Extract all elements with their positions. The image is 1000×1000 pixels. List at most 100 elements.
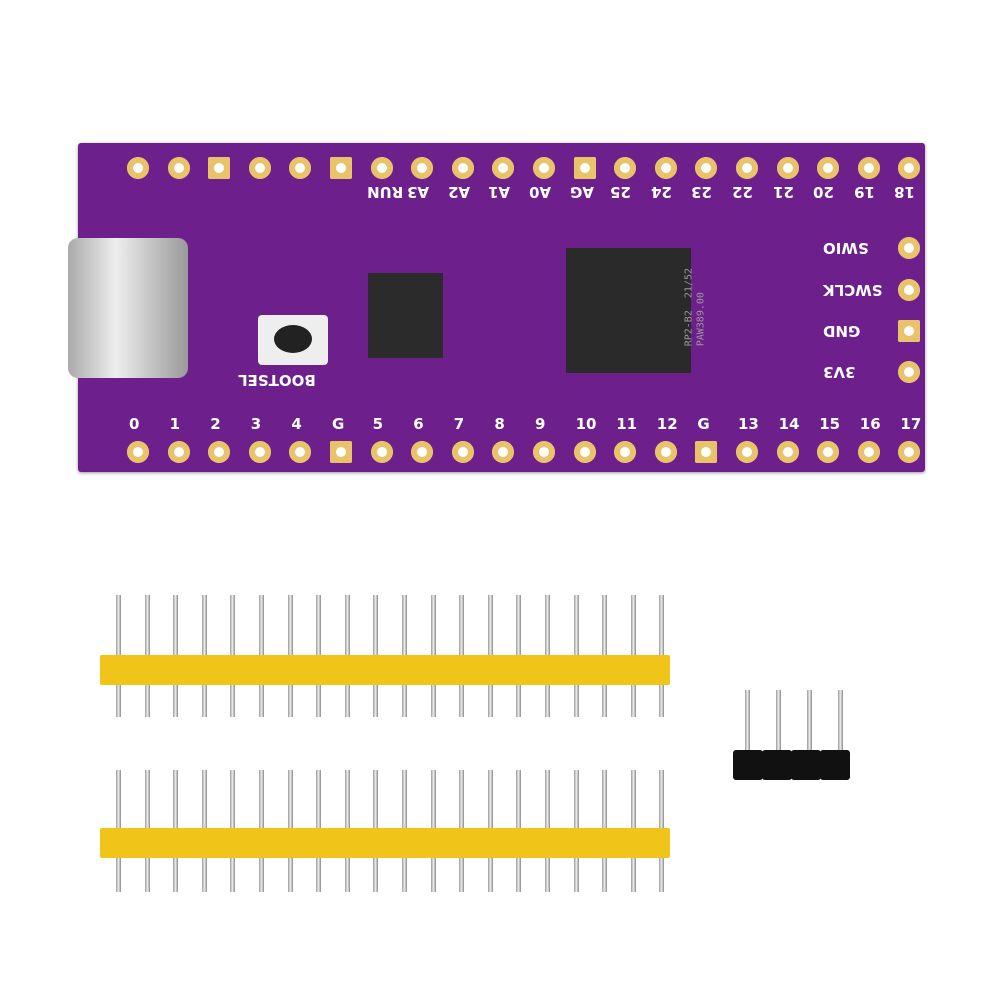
pin-pad	[370, 157, 393, 179]
pin-pad	[776, 157, 799, 179]
pin-pad	[736, 157, 758, 179]
pin-pad	[127, 441, 149, 463]
header-pin	[807, 690, 812, 755]
pin-pad	[208, 441, 231, 463]
pin-pad	[533, 157, 555, 179]
pin-pad	[776, 441, 799, 463]
pin-pad	[167, 157, 190, 179]
pin-label: 23	[691, 183, 713, 201]
pin-label: GND	[823, 322, 861, 340]
header-plastic	[100, 655, 670, 685]
rp2040-chip: RP2-B2 21/52 PAW389.00	[566, 248, 706, 373]
pin-pad	[898, 361, 920, 383]
pin-header-strip	[100, 590, 670, 720]
pin-label: 12	[656, 415, 678, 433]
pin-pad	[654, 157, 677, 179]
pin-label: 25	[610, 183, 632, 201]
pin-label: 16	[859, 415, 881, 433]
pin-pad	[167, 441, 190, 463]
pin-label: 1	[169, 415, 181, 433]
pin-label: 7	[453, 415, 465, 433]
pin-label: 8	[494, 415, 505, 433]
pin-pad	[695, 157, 718, 179]
pin-label: 17	[900, 415, 922, 433]
bootsel-label: BOOTSEL	[238, 371, 316, 389]
pin-pad	[898, 157, 921, 179]
chip-marking: RP2-B2 21/52 PAW389.00	[683, 268, 706, 347]
pin-pad	[533, 441, 555, 463]
header-plastic	[820, 750, 850, 780]
pin-label: G	[697, 415, 710, 433]
pin-pad	[857, 441, 880, 463]
pin-header-strip	[100, 765, 670, 895]
pin-label: 24	[650, 183, 672, 201]
pin-pad	[451, 441, 474, 463]
header-plastic	[791, 750, 821, 780]
pin-pad	[289, 157, 312, 179]
usb-c-connector	[68, 238, 188, 378]
pin-pad	[573, 441, 596, 463]
pin-label: A0	[529, 183, 552, 201]
four-pin-header	[733, 690, 853, 790]
pin-pad	[614, 157, 637, 179]
pin-pad	[411, 441, 434, 463]
pin-pad	[411, 157, 434, 179]
header-pin	[745, 690, 750, 755]
pin-pad	[817, 157, 840, 179]
pin-label: AG	[569, 183, 594, 201]
pin-label: 22	[732, 183, 753, 201]
pin-pad	[492, 157, 515, 179]
pin-label: 14	[778, 415, 800, 433]
pin-label: 6	[413, 415, 424, 433]
pin-label: 4	[291, 415, 302, 433]
pin-pad	[857, 157, 880, 179]
pin-pad	[736, 441, 758, 463]
pin-pad	[614, 441, 637, 463]
pin-label: 0	[129, 415, 140, 433]
pin-label: 20	[813, 183, 835, 201]
pin-pad	[817, 441, 840, 463]
pin-pad	[370, 441, 393, 463]
pin-pad	[127, 157, 149, 179]
pin-label: 15	[819, 415, 841, 433]
header-plastic	[733, 750, 763, 780]
pin-pad	[695, 441, 718, 463]
pin-pad	[898, 320, 920, 342]
pin-pad	[573, 157, 596, 179]
pin-label: A1	[488, 183, 511, 201]
pin-pad	[208, 157, 231, 179]
pin-pad	[289, 441, 312, 463]
pin-label: SWCLK	[823, 281, 883, 299]
pin-pad	[898, 441, 921, 463]
pin-label: 3	[250, 415, 262, 433]
pin-label: SWIO	[823, 239, 869, 257]
pin-label: A2	[447, 183, 470, 201]
pin-pad	[898, 237, 920, 259]
flash-chip	[368, 273, 443, 358]
pin-label: 13	[738, 415, 759, 433]
pin-label: 11	[616, 415, 638, 433]
pin-label: G	[332, 415, 345, 433]
header-pin	[776, 690, 781, 755]
header-pin	[838, 690, 843, 755]
pin-pad	[654, 441, 677, 463]
pin-label: 9	[535, 415, 546, 433]
pin-label: A3	[407, 183, 430, 201]
bootsel-button	[258, 315, 328, 365]
pin-pad	[330, 157, 352, 179]
pin-label: 2	[210, 415, 221, 433]
pin-pad	[330, 441, 352, 463]
pin-label: 21	[772, 183, 794, 201]
pin-label: 18	[894, 183, 916, 201]
pin-label: 3V3	[823, 363, 856, 381]
pin-pad	[492, 441, 515, 463]
header-plastic	[762, 750, 792, 780]
pin-pad	[898, 279, 920, 301]
pin-pad	[248, 441, 271, 463]
pin-pad	[248, 157, 271, 179]
pin-label: 19	[853, 183, 875, 201]
header-plastic	[100, 828, 670, 858]
pin-label: 5	[372, 415, 384, 433]
pin-pad	[451, 157, 474, 179]
